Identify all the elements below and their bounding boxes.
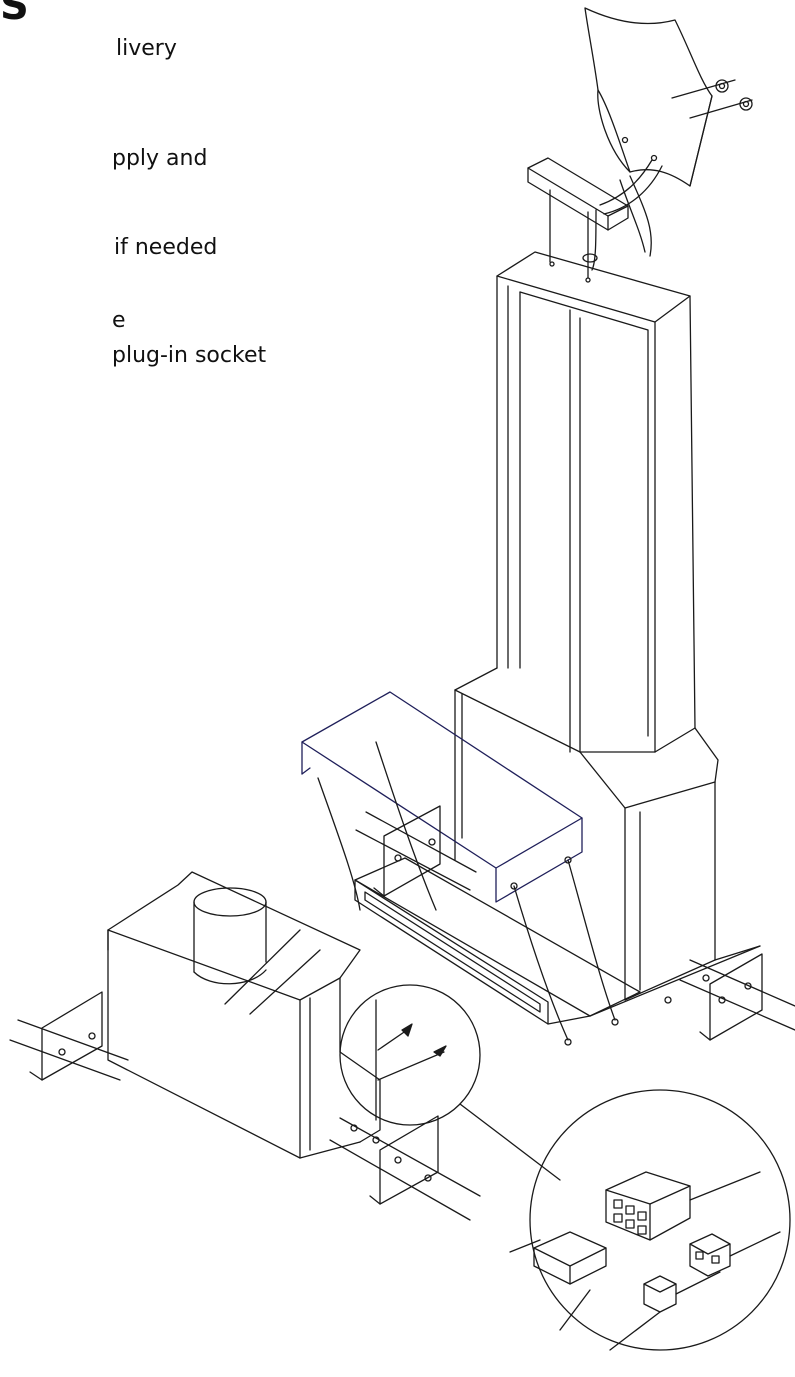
base-tray	[355, 858, 760, 1024]
mounting-bracket-mid	[330, 1116, 480, 1220]
guide-lines	[318, 742, 671, 1045]
base-housing	[455, 668, 760, 1000]
screw-icon	[623, 80, 753, 161]
detail-magnifier	[340, 985, 560, 1180]
instruction-line-5: plug-in socket	[112, 343, 267, 368]
instruction-line-4: e	[112, 308, 126, 333]
top-bracket	[528, 158, 628, 282]
column-unit	[497, 252, 695, 752]
instruction-line-3: if needed	[114, 235, 218, 260]
tank-cap	[194, 888, 266, 984]
mounting-bracket-upper	[356, 806, 476, 896]
mounting-bracket-right	[680, 954, 795, 1040]
tank-unit	[108, 872, 380, 1158]
instruction-line-2: pply and	[112, 146, 208, 171]
top-panel	[585, 8, 752, 256]
connector-detail	[510, 1090, 790, 1350]
mounting-bracket-left	[10, 992, 128, 1080]
cross-cover	[302, 692, 582, 902]
section-heading: S	[0, 0, 30, 29]
instruction-line-1: livery	[116, 36, 177, 61]
